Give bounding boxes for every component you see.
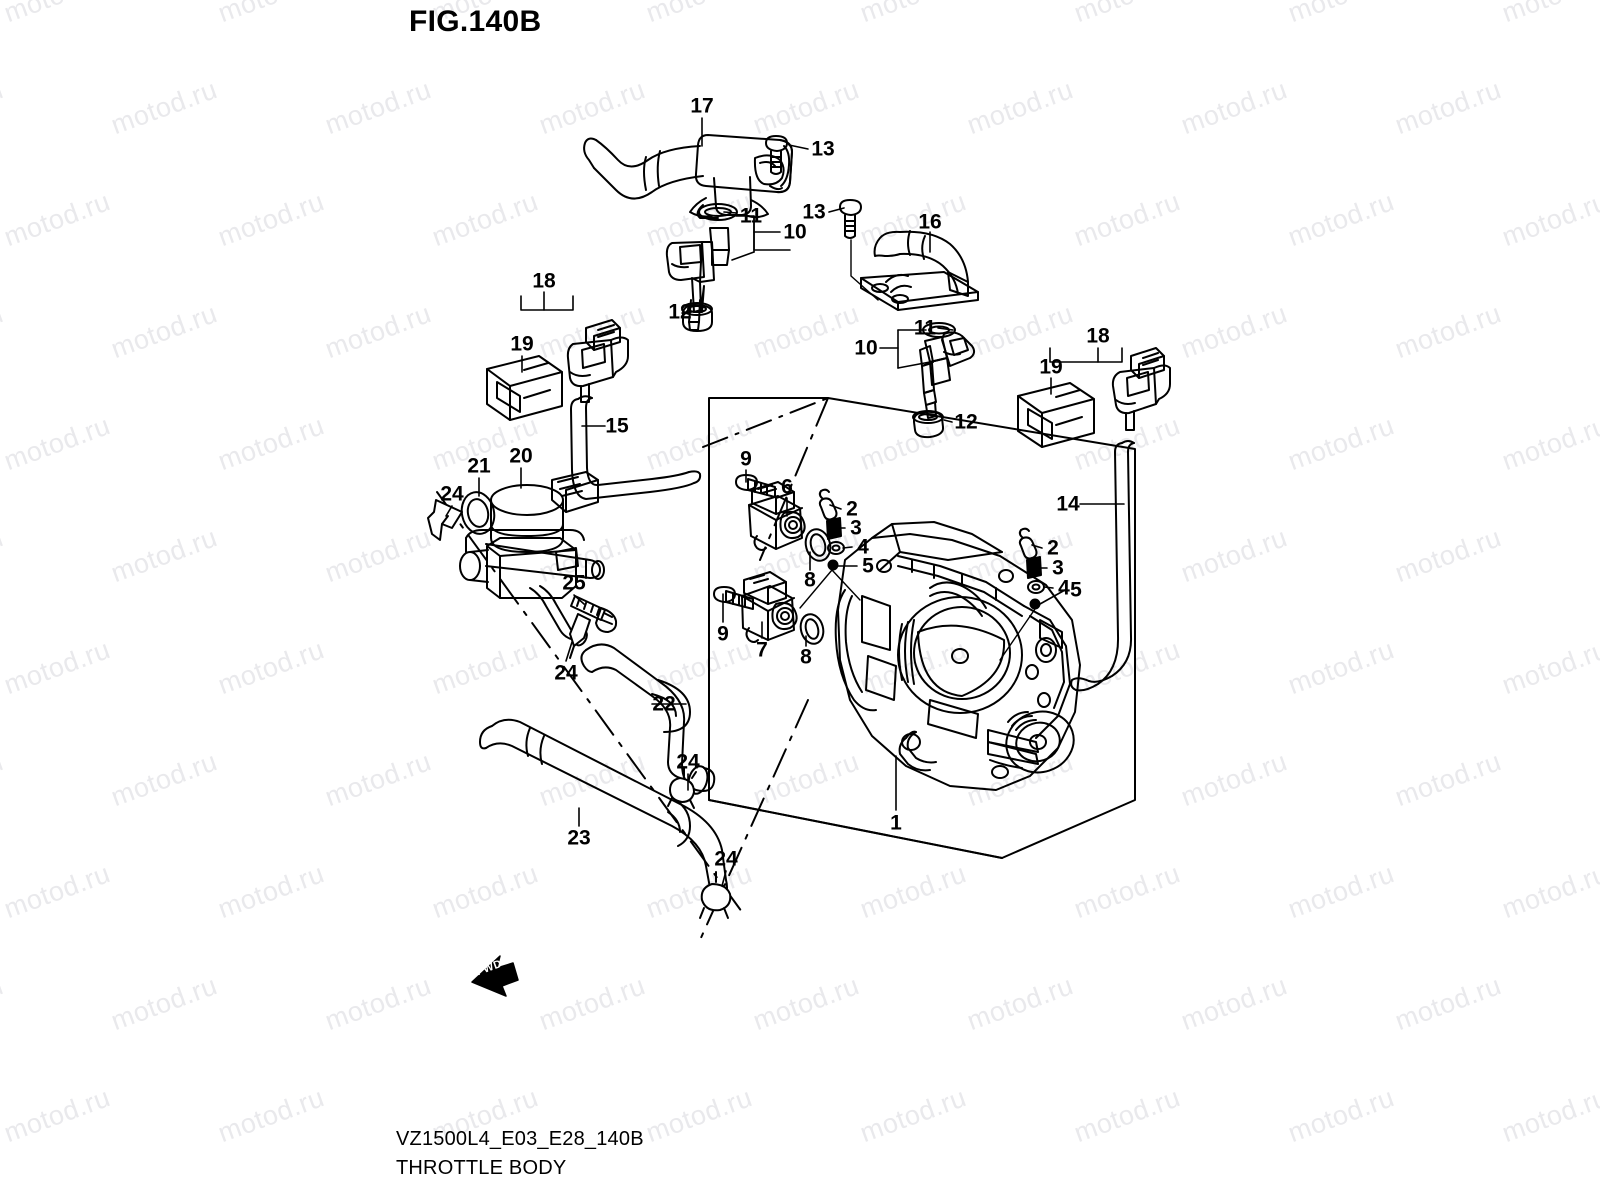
clamp-part-24-a — [427, 499, 463, 541]
callout-connector-set-left: 18 — [532, 269, 556, 293]
callout-spring-left: 3 — [850, 516, 862, 540]
callout-ball-left: 5 — [862, 554, 874, 578]
callout-seal-injector-left: 12 — [668, 300, 692, 324]
isc-valve-part-20 — [459, 471, 605, 647]
o-ring-part-8-upper — [804, 528, 832, 562]
callout-adjust-bolt-right: 2 — [1047, 536, 1059, 560]
callout-fuel-delivery-pipe: 17 — [690, 94, 714, 118]
screw-part-13-a — [765, 135, 788, 175]
connector-set-part-18-right — [1049, 347, 1171, 431]
clamp-part-24-b — [569, 613, 591, 659]
callout-idle-sensor: 7 — [756, 638, 768, 662]
callout-screw-upper: 9 — [740, 447, 752, 471]
callout-washer-left: 4 — [857, 535, 869, 559]
connector-housing-part-19-right — [1017, 382, 1095, 448]
callout-washer-right: 4 — [1058, 576, 1070, 600]
callout-hose-upper: 22 — [652, 692, 676, 716]
vacuum-hose-part-14 — [1070, 440, 1135, 692]
callout-spring-right: 3 — [1052, 556, 1064, 580]
caption-code: VZ1500L4_E03_E28_140B — [396, 1128, 644, 1150]
fuel-injector-part-10-right — [919, 331, 976, 419]
figure-title: FIG.140B — [409, 5, 542, 38]
callout-fuel-injector-right: 10 — [854, 336, 878, 360]
callout-clamp-a: 24 — [440, 482, 464, 506]
callout-throttle-position-sensor: 6 — [781, 475, 793, 499]
injector-seal-part-12-left — [681, 302, 713, 332]
injector-seal-part-12-right — [912, 410, 945, 439]
vacuum-hose-part-15 — [570, 395, 702, 500]
callout-o-ring-injector-left: 11 — [739, 204, 763, 228]
fuel-delivery-pipe-part-17 — [583, 134, 793, 219]
callout-seal-injector-right: 12 — [954, 410, 978, 434]
callout-clamp-d: 24 — [714, 847, 738, 871]
callout-ball-right: 5 — [1070, 578, 1082, 602]
callout-breather-hose: 16 — [918, 210, 942, 234]
callout-fuel-injector-left: 10 — [783, 220, 807, 244]
callout-vacuum-hose-left: 15 — [605, 414, 629, 438]
callout-vacuum-hose-right: 14 — [1056, 492, 1080, 516]
callout-screw-isc-valve: 25 — [562, 571, 586, 595]
connector-housing-part-19-left — [486, 355, 563, 421]
fwd-arrow-marker — [471, 955, 519, 997]
callout-clamp-c: 24 — [676, 750, 700, 774]
callout-isc-valve: 20 — [509, 444, 533, 468]
caption-name: THROTTLE BODY — [396, 1157, 567, 1179]
callout-o-ring-upper: 8 — [804, 568, 816, 592]
callout-connector-set-right: 18 — [1086, 324, 1110, 348]
callout-clamp-b: 24 — [554, 661, 578, 685]
callout-screw-fuel-rail-left: 13 — [811, 137, 835, 161]
o-ring-part-21 — [460, 491, 496, 535]
callout-screw-fuel-rail-right: 13 — [802, 200, 826, 224]
screw-part-25 — [570, 595, 618, 633]
o-ring-part-8-lower — [799, 613, 825, 645]
callout-adjust-bolt-left: 2 — [846, 497, 858, 521]
callout-o-ring-injector-right: 11 — [913, 316, 937, 340]
callout-connector-housing-right: 19 — [1039, 355, 1063, 379]
leader-lines — [445, 117, 1125, 887]
connector-set-part-18-left — [520, 295, 629, 403]
throttle-body-assembly-part-1 — [834, 521, 1081, 791]
callout-o-ring-lower: 8 — [800, 645, 812, 669]
callout-throttle-body-assembly: 1 — [890, 811, 902, 835]
callout-connector-housing-left: 19 — [510, 332, 534, 356]
callout-screw-lower: 9 — [717, 622, 729, 646]
hardware-left-stack — [799, 488, 861, 609]
throttle-position-sensor-part-6 — [748, 481, 806, 551]
sensor-part-7 — [741, 571, 798, 643]
callout-hose-lower: 23 — [567, 826, 591, 850]
clamp-part-24-d — [699, 871, 732, 919]
callout-o-ring-isc-valve: 21 — [467, 454, 491, 478]
breather-hose-part-16 — [860, 230, 979, 311]
